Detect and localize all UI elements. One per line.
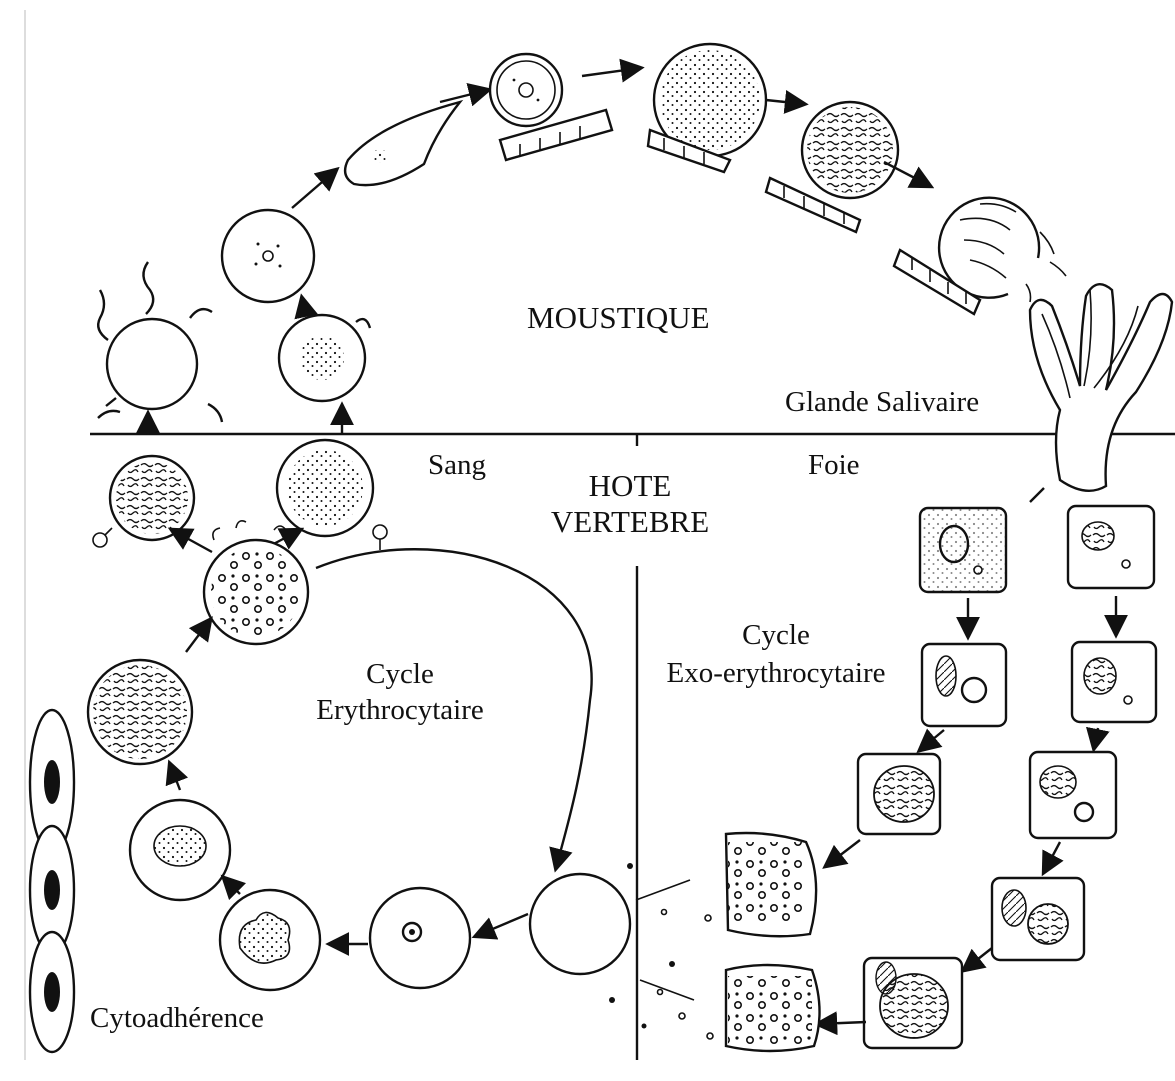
free-merozoites (609, 863, 713, 1039)
label-hote-vertebre: HOTE VERTEBRE (530, 468, 730, 540)
label-cytoadherence: Cytoadhérence (90, 1002, 264, 1035)
label-foie: Foie (808, 449, 860, 482)
zygote-upper (222, 210, 314, 302)
label-cycle-exo-2: Exo-erythrocytaire (636, 654, 916, 692)
label-cycle-erythro-2: Erythrocytaire (280, 692, 520, 728)
label-cycle-exo-erythrocytaire: Cycle Exo-erythrocytaire (636, 616, 916, 692)
female-macrogamete (279, 315, 370, 401)
ookinete (345, 102, 460, 185)
cytoadherence-cells (30, 710, 74, 1052)
sporozoite-filled-oocyst (766, 102, 898, 232)
label-cycle-exo-1: Cycle (636, 616, 916, 654)
label-cycle-erythro-1: Cycle (280, 656, 520, 692)
exflagellating-male-gametocyte (98, 262, 222, 422)
rupturing-schizont (204, 521, 308, 644)
uninfected-erythrocyte (530, 874, 630, 974)
mature-schizont (88, 660, 192, 764)
label-cycle-erythrocytaire: Cycle Erythrocytaire (280, 656, 520, 728)
ring-stage (220, 890, 320, 990)
young-oocyst (490, 54, 612, 160)
rupturing-oocyst (894, 198, 1066, 314)
label-sang: Sang (428, 449, 486, 482)
salivary-gland (1030, 284, 1172, 491)
maturing-oocyst (648, 44, 766, 172)
label-vertebre: VERTEBRE (530, 504, 730, 540)
hepatocyte-column-left (726, 508, 1006, 936)
label-glande-salivaire: Glande Salivaire (785, 386, 979, 419)
early-ring (370, 888, 470, 988)
trophozoite (130, 800, 230, 900)
label-hote: HOTE (530, 468, 730, 504)
label-moustique: MOUSTIQUE (527, 300, 710, 336)
